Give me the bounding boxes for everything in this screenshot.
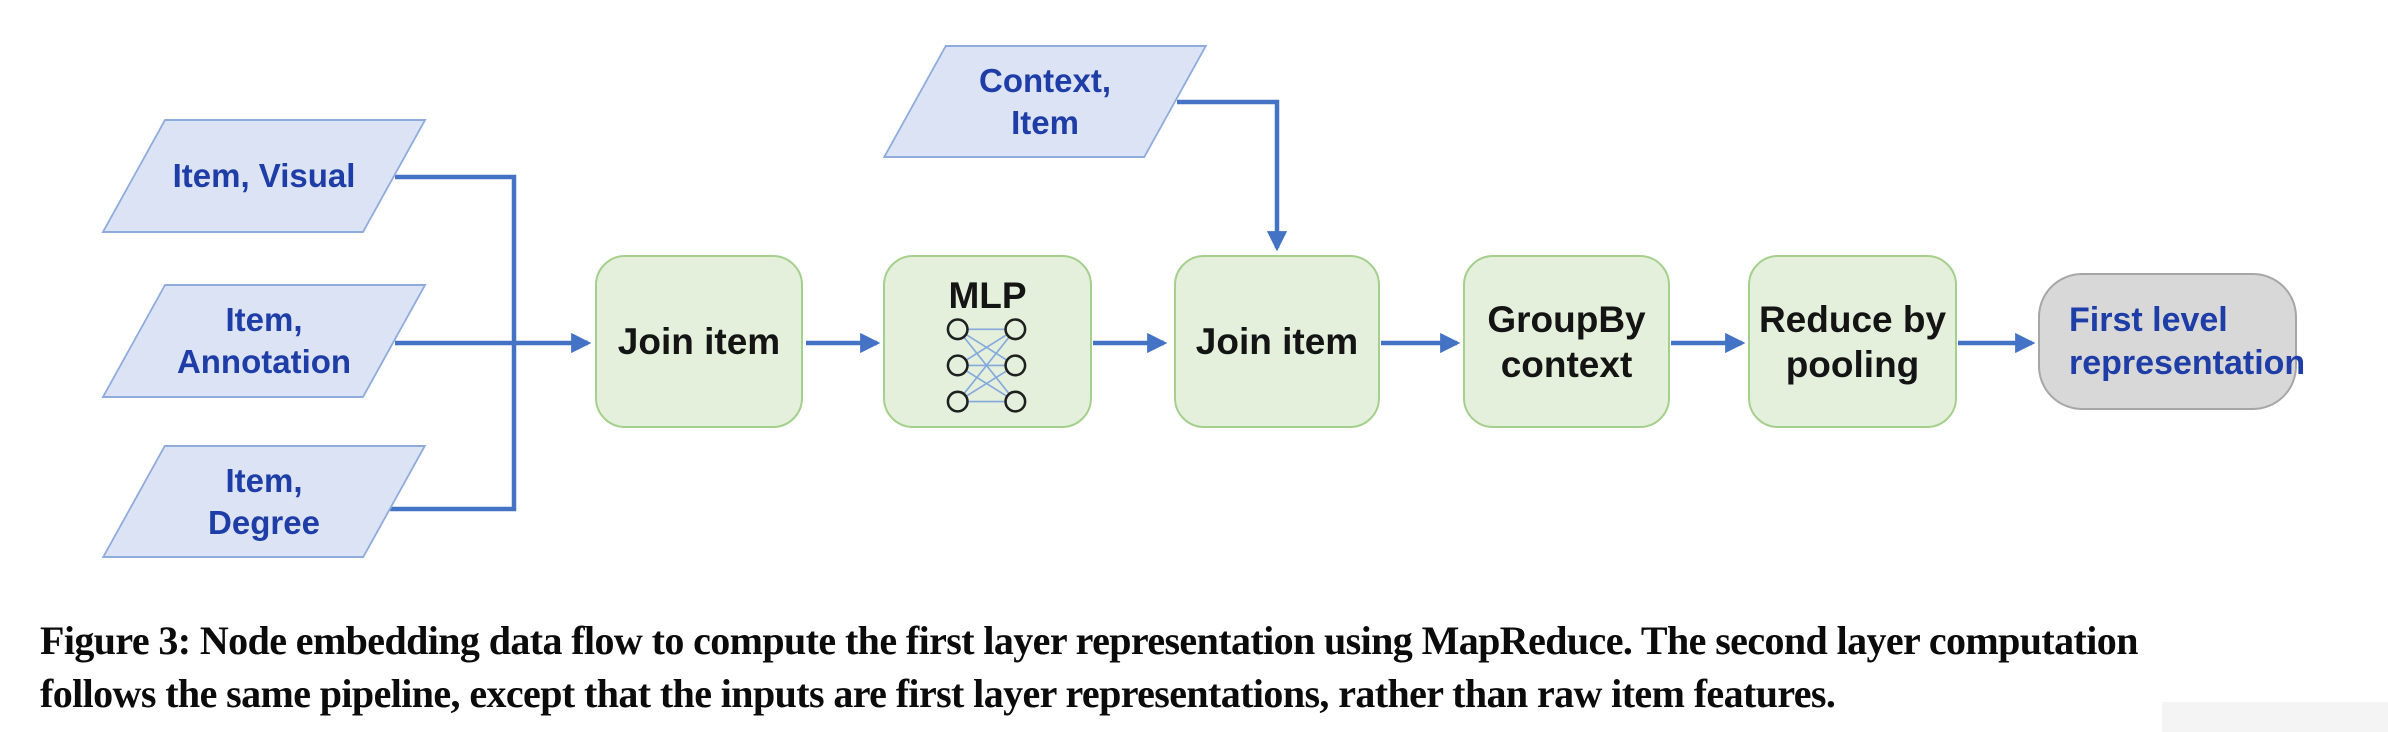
background-artifact [2162,702,2388,732]
label-line: Annotation [176,343,352,380]
stage-groupby-context: GroupBy context [1463,255,1670,428]
caption-line-2: follows the same pipeline, except that t… [40,671,1836,716]
stage-label: Join item [617,321,781,362]
input-node-label: Item, Annotation [101,284,427,398]
stage-label: Join item [1195,321,1359,362]
label-line: Item [1011,103,1079,141]
stage-mlp: MLP [883,255,1092,428]
input-node-label: Item, Degree [101,445,427,558]
label-line: Item, Visual [172,157,356,194]
stage-reduce-by-pooling: Reduce by pooling [1748,255,1957,428]
stage-label: MLP [948,275,1027,316]
stage-join-item-1: Join item [595,255,803,428]
input-node-label: Item, Visual [101,119,427,233]
input-node-context-item: Context, Item [882,45,1208,158]
caption-line-1: Figure 3: Node embedding data flow to co… [40,618,2138,663]
label-line: Item, [225,461,303,499]
stage-label: Reduce by [1758,298,1947,340]
stage-label: context [1500,343,1633,385]
input-node-item-annotation: Item, Annotation [101,284,427,398]
stage-label: GroupBy [1487,298,1646,340]
output-label: First level [2069,300,2228,339]
arrow-context-to-join2 [1177,99,1288,252]
label-line: Degree [208,503,320,541]
stage-label: pooling [1785,343,1920,385]
mlp-network-icon [946,318,1027,413]
stage-join-item-2: Join item [1174,255,1380,428]
output-label: representation [2069,343,2306,382]
output-node-first-level-representation: First level representation [2038,273,2306,410]
label-line: Context, [979,61,1111,99]
input-node-item-visual: Item, Visual [101,119,427,233]
label-line: Item, [225,301,303,338]
input-node-item-degree: Item, Degree [101,445,427,558]
figure-caption: Figure 3: Node embedding data flow to co… [40,614,2138,720]
input-node-label: Context, Item [882,45,1208,158]
